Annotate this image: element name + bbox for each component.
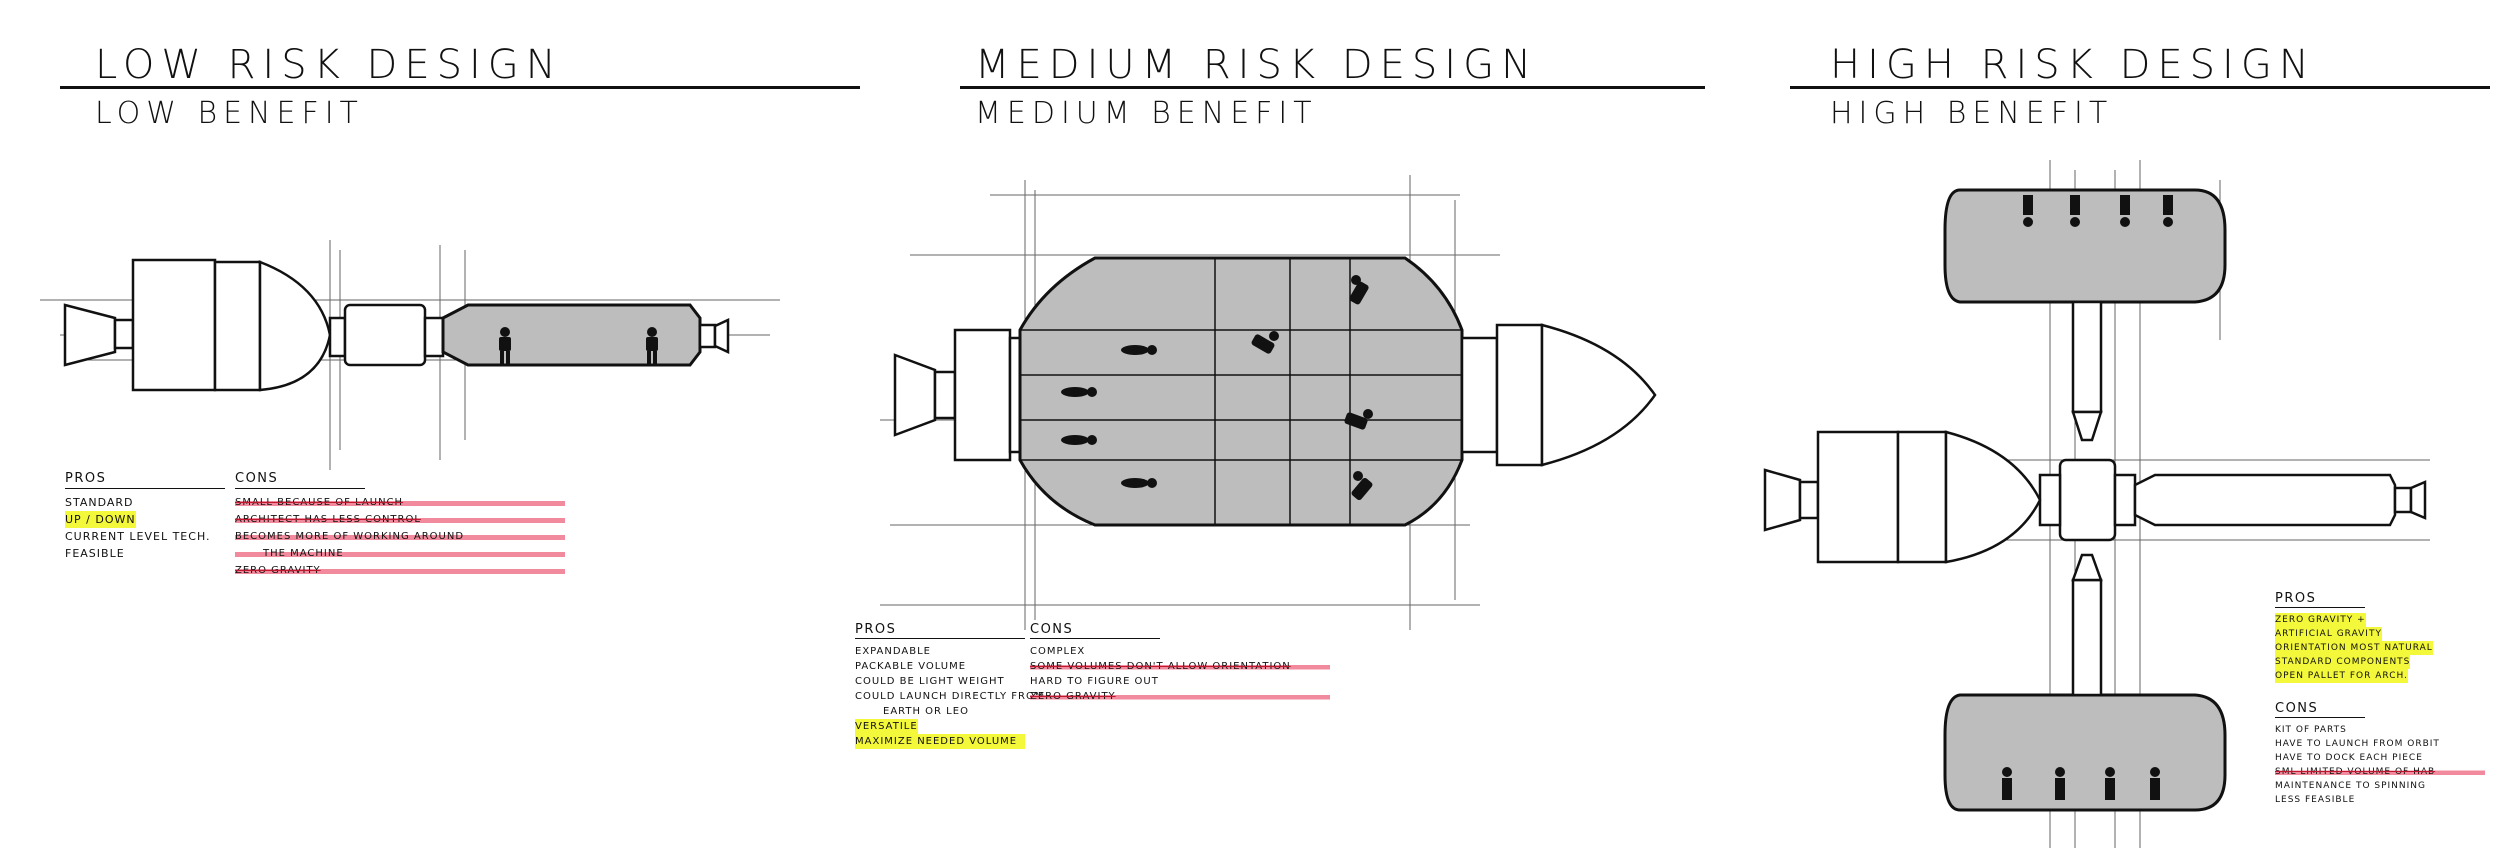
cons-item: HARD TO FIGURE OUT <box>1030 676 1159 687</box>
astronaut-figure <box>1061 387 1097 397</box>
astronaut-figure <box>1344 409 1373 430</box>
cons-item: ARCHITECT HAS LESS CONTROL <box>235 511 565 528</box>
pros-item: UP / DOWN <box>65 511 136 528</box>
cons-item: KIT OF PARTS <box>2275 725 2347 735</box>
astronaut-figure <box>2120 195 2130 227</box>
astronaut-figure <box>2055 767 2065 800</box>
panel-subtitle: LOW BENEFIT <box>95 96 364 131</box>
astronaut-figure <box>1061 435 1097 445</box>
pros-item: ORIENTATION MOST NATURAL <box>2275 641 2433 655</box>
astronaut-figure <box>1349 275 1369 305</box>
astronaut-figure <box>1351 471 1373 501</box>
pros-item: STANDARD COMPONENTS <box>2275 655 2411 669</box>
astronaut-figure <box>2002 767 2012 800</box>
cons-heading: CONS <box>235 470 365 489</box>
pros-heading: PROS <box>2275 592 2365 608</box>
pros-item: COULD LAUNCH DIRECTLY FROM <box>855 691 1045 702</box>
cons-list: CONS COMPLEX SOME VOLUMES DON'T ALLOW OR… <box>1030 622 1330 704</box>
panel-title: HIGH RISK DESIGN <box>1830 42 2316 88</box>
astronaut-figure <box>1121 478 1157 488</box>
cons-item: SML LIMITED VOLUME OF HAB <box>2275 765 2485 779</box>
medium-risk-panel: MEDIUM RISK DESIGN MEDIUM BENEFIT <box>850 0 1730 848</box>
pros-item: STANDARD <box>65 496 134 509</box>
pros-list: PROS STANDARD UP / DOWN CURRENT LEVEL TE… <box>65 470 225 562</box>
panel-subtitle: HIGH BENEFIT <box>1830 96 2114 131</box>
panel-subtitle: MEDIUM BENEFIT <box>975 96 1318 131</box>
astronaut-figure <box>2023 195 2033 227</box>
low-risk-panel: LOW RISK DESIGN LOW BENEFIT <box>0 0 870 848</box>
cons-item: LESS FEASIBLE <box>2275 795 2356 805</box>
astronaut-figure <box>1121 345 1157 355</box>
astronaut-figure <box>2105 767 2115 800</box>
pros-item: OPEN PALLET FOR ARCH. <box>2275 669 2408 683</box>
medium-risk-station-sketch <box>880 175 1657 630</box>
pros-heading: PROS <box>855 622 1025 639</box>
astronaut-figure <box>646 327 658 364</box>
cons-list: CONS SMALL BECAUSE OF LAUNCH ARCHITECT H… <box>235 470 565 579</box>
panel-title: LOW RISK DESIGN <box>95 42 563 88</box>
pros-item: FEASIBLE <box>65 547 125 560</box>
cons-item: ZERO GRAVITY <box>235 562 565 579</box>
cons-heading: CONS <box>2275 702 2365 718</box>
cons-heading: CONS <box>1030 622 1160 639</box>
cons-item: THE MACHINE <box>235 545 565 562</box>
pros-list: PROS ZERO GRAVITY + ARTIFICIAL GRAVITY O… <box>2275 592 2475 683</box>
cons-list: CONS KIT OF PARTS HAVE TO LAUNCH FROM OR… <box>2275 702 2485 807</box>
title-rule <box>60 86 860 89</box>
cons-item: ZERO GRAVITY <box>1030 689 1330 704</box>
cons-item: SOME VOLUMES DON'T ALLOW ORIENTATION <box>1030 659 1330 674</box>
pros-item: ZERO GRAVITY + <box>2275 613 2366 627</box>
cons-item: MAINTENANCE TO SPINNING <box>2275 781 2427 791</box>
low-risk-station-sketch <box>40 240 780 470</box>
pros-item: VERSATILE <box>855 719 918 734</box>
pros-list: PROS EXPANDABLE PACKABLE VOLUME COULD BE… <box>855 622 1045 749</box>
high-risk-station-sketch <box>1763 160 2430 848</box>
cons-item: HAVE TO LAUNCH FROM ORBIT <box>2275 739 2440 749</box>
astronaut-figure <box>2163 195 2173 227</box>
title-rule <box>960 86 1705 89</box>
astronaut-figure <box>1251 331 1279 354</box>
astronaut-figure <box>499 327 511 364</box>
astronaut-figure <box>2070 195 2080 227</box>
pros-item: EARTH OR LEO <box>883 706 969 717</box>
pros-item: MAXIMIZE NEEDED VOLUME <box>855 734 1025 749</box>
title-rule <box>1790 86 2490 89</box>
cons-item: COMPLEX <box>1030 646 1086 657</box>
cons-item: HAVE TO DOCK EACH PIECE <box>2275 753 2423 763</box>
pros-heading: PROS <box>65 470 225 489</box>
panel-title: MEDIUM RISK DESIGN <box>975 42 1538 88</box>
cons-item: SMALL BECAUSE OF LAUNCH <box>235 494 565 511</box>
pros-item: COULD BE LIGHT WEIGHT <box>855 676 1005 687</box>
high-risk-panel: HIGH RISK DESIGN HIGH BENEFIT <box>1730 0 2500 848</box>
pros-item: CURRENT LEVEL TECH. <box>65 530 211 543</box>
astronaut-figure <box>2150 767 2160 800</box>
pros-item: ARTIFICIAL GRAVITY <box>2275 627 2382 641</box>
pros-item: PACKABLE VOLUME <box>855 661 967 672</box>
cons-item: BECOMES MORE OF WORKING AROUND <box>235 528 565 545</box>
pros-item: EXPANDABLE <box>855 646 931 657</box>
